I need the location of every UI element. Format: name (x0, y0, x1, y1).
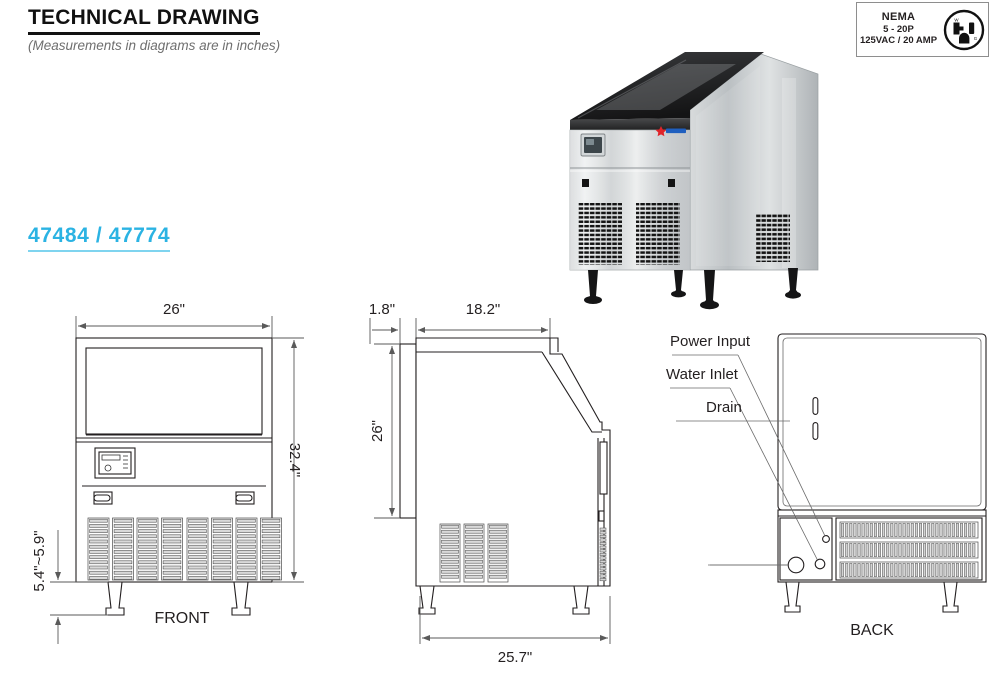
nema-badge-text: NEMA 5 - 20P 125VAC / 20 AMP (860, 12, 939, 47)
back-view-label: BACK (850, 622, 894, 639)
back-connectors (787, 535, 830, 574)
side-lip-label: 1.8" (369, 301, 395, 318)
model-number: 47484 / 47774 (28, 224, 171, 252)
power-input-port (822, 535, 830, 543)
front-height-dimension: 32.4" (272, 337, 304, 583)
brand-logo-icon (655, 126, 686, 137)
nema-badge: NEMA 5 - 20P 125VAC / 20 AMP W G (856, 2, 989, 57)
page-subtitle: (Measurements in diagrams are in inches) (28, 38, 281, 53)
side-legs (418, 585, 590, 615)
product-photo (569, 52, 819, 310)
model-number-label: 47484 / 47774 (28, 224, 171, 247)
side-lip-dimension: 1.8" (369, 301, 401, 344)
drain-port (787, 556, 805, 574)
front-leg-height-label: 5.4"~5.9" (31, 530, 48, 591)
nema-line-1: NEMA (881, 11, 916, 24)
front-ventilation-grille (87, 517, 282, 581)
front-control-panel (94, 447, 136, 479)
nema-5-20p-plug-icon: W G (943, 9, 985, 50)
svg-text:W: W (954, 17, 959, 22)
side-view-drawing: 1.8" 18.2" (369, 301, 611, 666)
side-depth-dimension: 25.7" (419, 596, 611, 666)
side-depth-label: 25.7" (498, 649, 533, 666)
front-height-label: 32.4" (286, 443, 303, 478)
front-latches (93, 491, 255, 505)
side-top-depth-dimension: 18.2" (415, 301, 551, 344)
side-height-label: 26" (369, 420, 386, 442)
side-rear-vent (599, 527, 607, 582)
svg-text:G: G (974, 36, 978, 41)
back-panel-slots (812, 397, 819, 440)
callout-label-water-inlet: Water Inlet (666, 366, 739, 383)
side-top-depth-label: 18.2" (466, 301, 501, 318)
callout-label-drain: Drain (706, 399, 742, 416)
water-inlet-port (814, 558, 826, 570)
front-view-label: FRONT (154, 610, 209, 627)
front-view-drawing: 26" (31, 301, 304, 644)
side-ventilation-grille (439, 523, 509, 583)
back-view-drawing: Power Input Water Inlet Drain BACK (666, 333, 987, 639)
front-legs (105, 581, 251, 616)
page-title: TECHNICAL DRAWING (28, 6, 260, 35)
nema-line-3: 125VAC / 20 AMP (859, 35, 938, 47)
back-ventilation-grille (835, 517, 983, 581)
front-width-label: 26" (163, 301, 185, 318)
nema-line-2: 5 - 20P (883, 23, 914, 35)
side-height-dimension: 26" (369, 343, 400, 519)
callout-label-power-input: Power Input (670, 333, 751, 350)
front-leg-height-dimension: 5.4"~5.9" (31, 530, 108, 644)
back-legs (784, 581, 959, 613)
front-width-dimension: 26" (75, 301, 273, 340)
